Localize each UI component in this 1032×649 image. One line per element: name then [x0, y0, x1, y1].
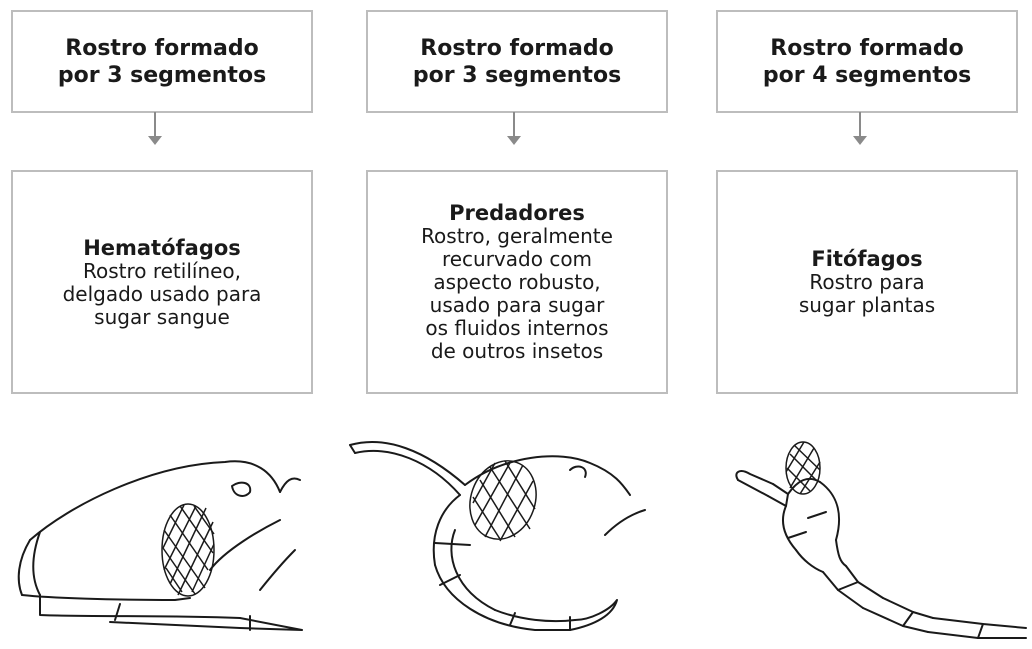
segment-count-box-hematophagous: Rostro formado por 3 segmentos: [11, 10, 313, 113]
hematophagous-head-drawing: [10, 420, 330, 645]
down-arrow-icon: [507, 112, 521, 145]
predator-head-drawing: [345, 425, 690, 649]
feeding-type-description: Rostro, geralmente recurvado com aspecto…: [421, 224, 613, 363]
feeding-type-heading: Fitófagos: [811, 247, 923, 271]
segment-count-label: Rostro formado por 3 segmentos: [57, 35, 267, 88]
down-arrow-icon: [853, 112, 867, 145]
feeding-type-box-hematophagous: Hematófagos Rostro retilíneo, delgado us…: [11, 170, 313, 394]
feeding-type-box-predators: Predadores Rostro, geralmente recurvado …: [366, 170, 668, 394]
feeding-type-description: Rostro para sugar plantas: [798, 270, 936, 317]
feeding-type-heading: Hematófagos: [83, 235, 241, 260]
segment-count-label: Rostro formado por 3 segmentos: [412, 35, 622, 88]
feeding-type-box-phytophagous: Fitófagos Rostro para sugar plantas: [716, 170, 1018, 394]
phytophagous-head-drawing: [728, 440, 1030, 648]
segment-count-label: Rostro formado por 4 segmentos: [762, 35, 972, 88]
segment-count-box-predators: Rostro formado por 3 segmentos: [366, 10, 668, 113]
feeding-type-heading: Predadores: [449, 201, 585, 225]
feeding-type-description: Rostro retilíneo, delgado usado para sug…: [62, 258, 262, 329]
down-arrow-icon: [148, 112, 162, 145]
segment-count-box-phytophagous: Rostro formado por 4 segmentos: [716, 10, 1018, 113]
